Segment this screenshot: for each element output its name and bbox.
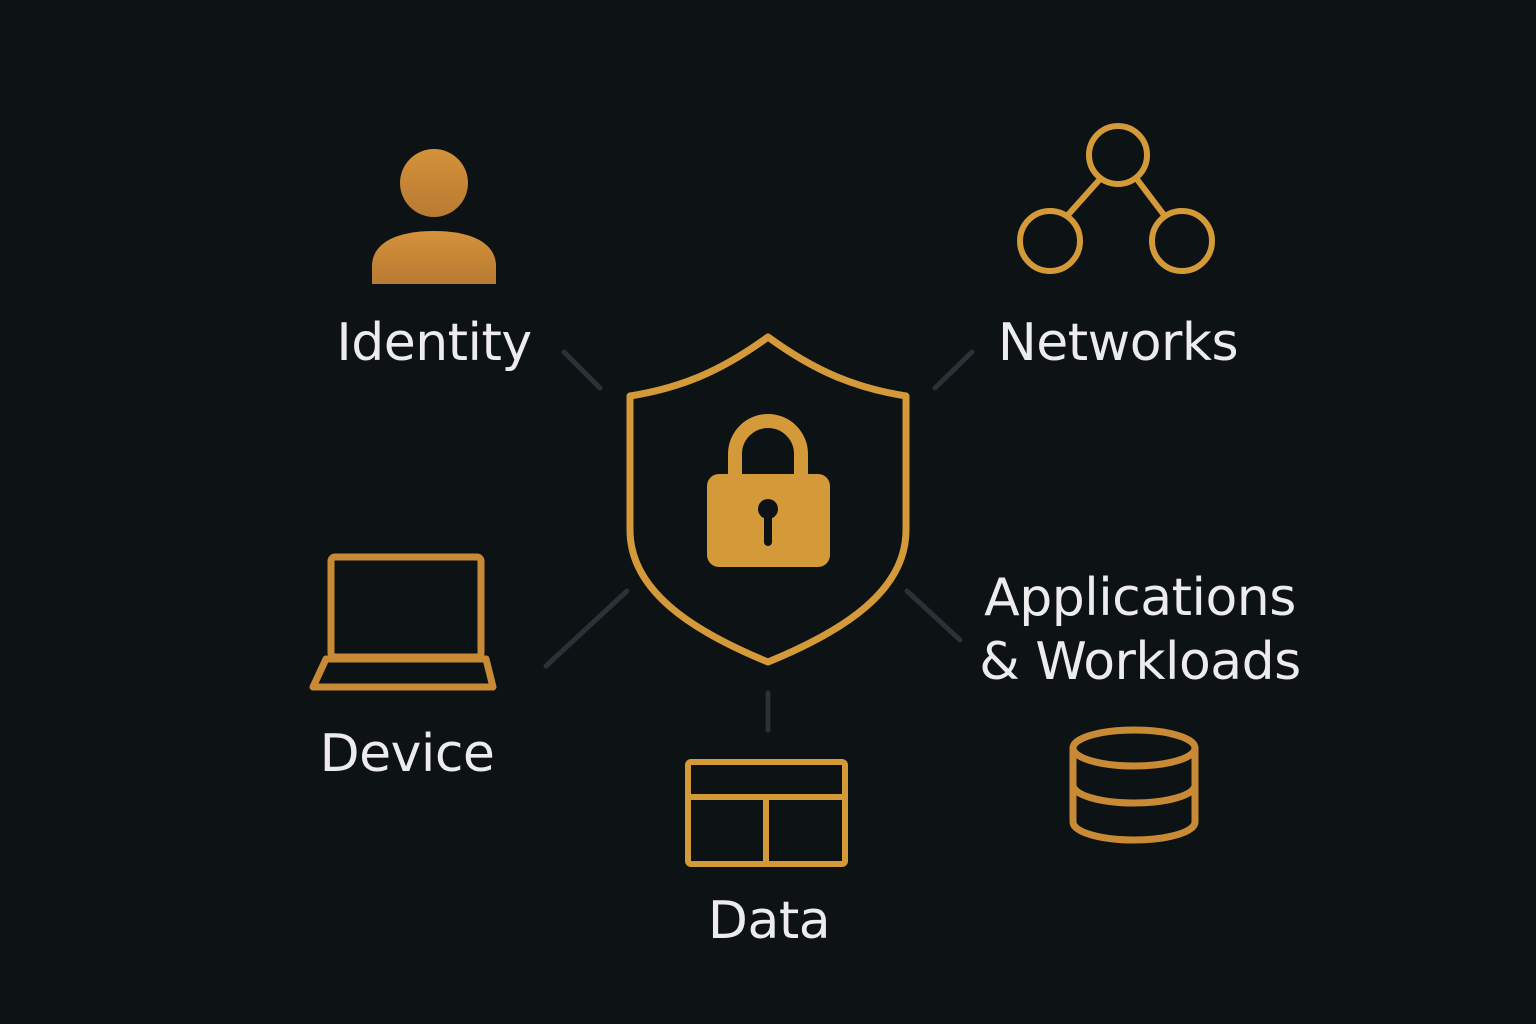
node-label-applications: Applications & Workloads [979,566,1301,694]
shield-icon [626,333,910,666]
user-icon [372,149,496,284]
connectors [543,349,975,733]
laptop-icon [309,553,497,691]
keyhole-slot-icon [764,512,772,546]
connector-identity [561,349,603,391]
connector-networks [932,349,975,391]
node-label-networks: Networks [997,313,1239,373]
network-icon [1017,123,1215,274]
node-label-applications-line1: Applications [984,568,1296,628]
node-label-identity: Identity [336,313,532,373]
node-label-device: Device [319,724,495,784]
connector-device [543,588,630,669]
database-icon [1069,726,1199,844]
keyhole-icon [758,499,778,519]
connector-applications [904,588,963,643]
node-label-applications-line2: & Workloads [979,632,1301,692]
table-icon [685,759,848,867]
node-label-data: Data [707,891,831,951]
shield-lock-icon [626,333,910,666]
lock-shackle-icon [728,414,808,477]
